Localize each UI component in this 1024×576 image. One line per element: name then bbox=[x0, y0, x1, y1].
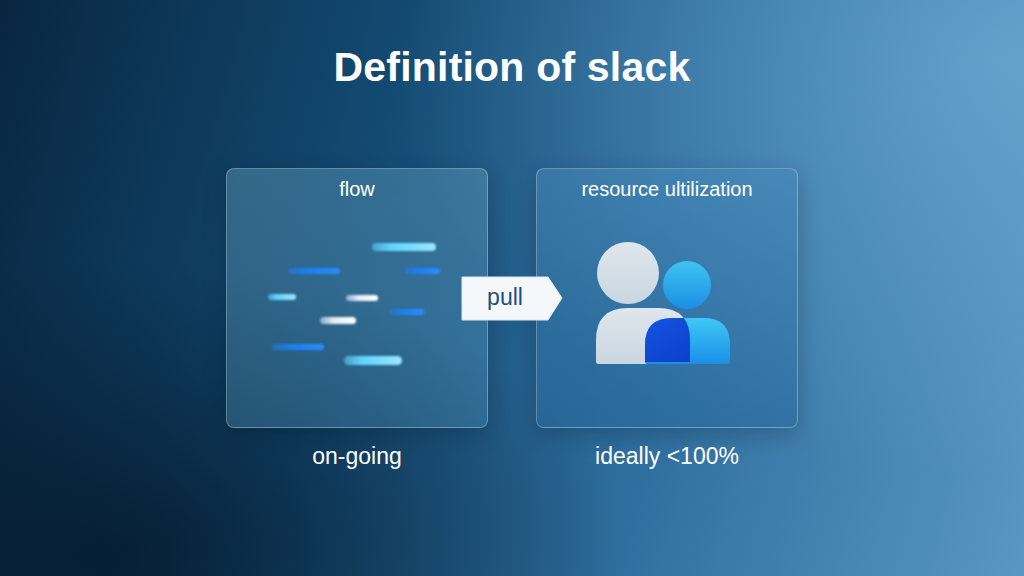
flow-streak bbox=[288, 268, 340, 274]
person-overlap-fill bbox=[596, 308, 690, 364]
flow-streaks bbox=[268, 243, 440, 365]
box-heading: resource ultilization bbox=[537, 178, 797, 201]
content-box: resource ultilizationideally <100% bbox=[536, 168, 798, 428]
content-box: flowon-going bbox=[226, 168, 488, 428]
person-head bbox=[663, 261, 711, 309]
person-overlap bbox=[596, 308, 690, 364]
arrow-tag bbox=[462, 277, 562, 320]
flow-streak bbox=[390, 309, 424, 315]
box-heading: flow bbox=[227, 178, 487, 201]
flow-streak bbox=[272, 344, 324, 350]
edge-label: pull bbox=[462, 276, 548, 319]
person-head bbox=[597, 242, 659, 304]
box-caption: ideally <100% bbox=[497, 443, 837, 470]
flow-streak bbox=[404, 268, 440, 274]
people-icon bbox=[596, 242, 730, 364]
person-body bbox=[596, 308, 690, 364]
flow-streak bbox=[372, 243, 436, 251]
box-caption: on-going bbox=[187, 443, 527, 470]
flow-streak bbox=[320, 317, 356, 324]
diagram-title: Definition of slack bbox=[0, 44, 1024, 91]
flow-streak bbox=[344, 356, 402, 365]
flow-streak bbox=[346, 295, 378, 301]
person-body bbox=[645, 318, 730, 364]
pull-connector bbox=[462, 277, 562, 320]
flow-streak bbox=[268, 294, 296, 300]
